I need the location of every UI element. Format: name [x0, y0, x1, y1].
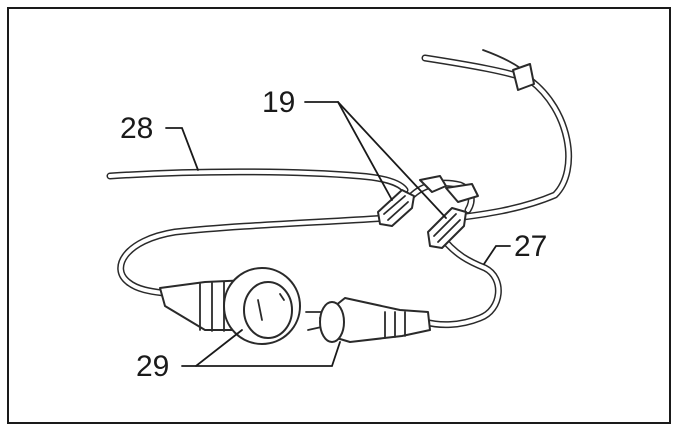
label-19: 19	[262, 86, 295, 119]
cable-28	[106, 168, 409, 194]
socket-connector	[159, 267, 301, 345]
leader-19-b	[337, 101, 447, 219]
figure-frame	[7, 7, 671, 424]
clip-hook	[419, 175, 479, 203]
plug-connector	[305, 297, 431, 343]
cable-27	[421, 49, 573, 222]
leader-28	[165, 127, 199, 171]
cable-to-socket	[117, 214, 389, 298]
label-29: 29	[136, 350, 169, 383]
cable-to-plug	[421, 231, 502, 329]
label-28: 28	[120, 112, 153, 145]
leader-27	[483, 245, 511, 265]
leader-29-b	[195, 341, 341, 367]
clip-right	[427, 207, 467, 249]
label-27: 27	[514, 230, 547, 263]
clip-left	[377, 189, 415, 227]
